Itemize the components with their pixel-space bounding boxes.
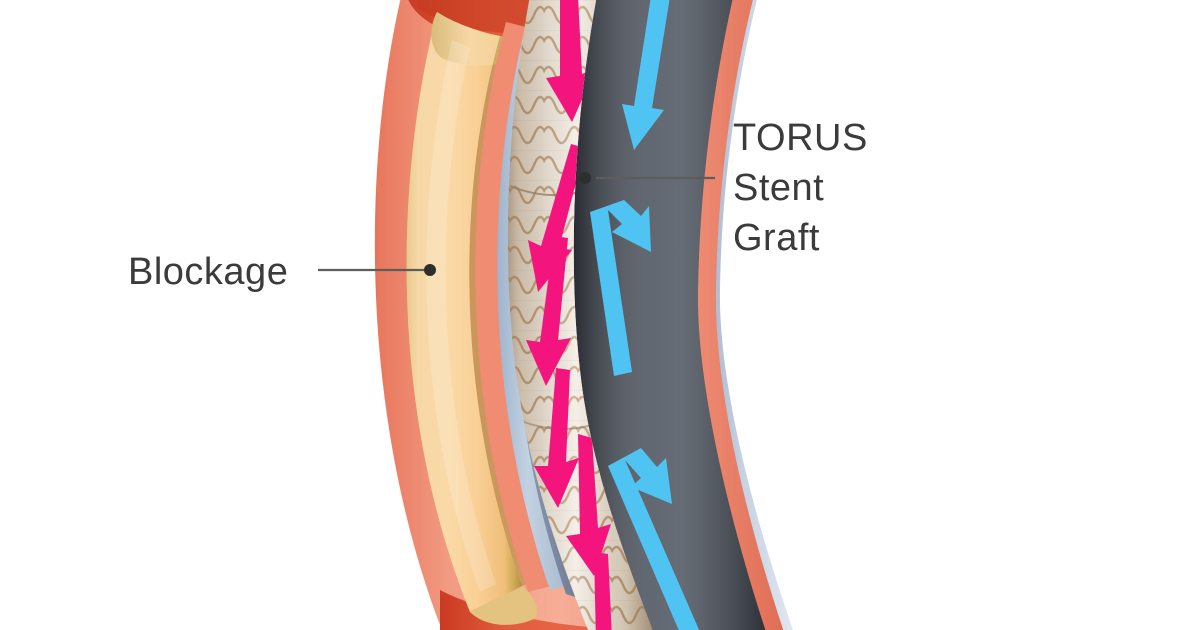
stent-graft-leader-dot [579, 172, 591, 184]
stent-graft-label-line-3: Graft [733, 217, 820, 259]
stent-arrow-5 [566, 434, 611, 576]
blockage-callout: Blockage [128, 251, 436, 293]
blood-flow-arrows [590, 0, 700, 630]
stent-graft-callout: TORUS Stent Graft [579, 117, 868, 259]
stent-graft-label-line-1: TORUS [733, 117, 868, 159]
stent-arrow-4 [534, 368, 579, 508]
blood-flow-arrow-1 [622, 0, 674, 150]
blood-flow-arrow-3 [608, 448, 700, 630]
stent-arrow-2 [528, 144, 585, 292]
stent-direction-arrows [526, 0, 625, 630]
stent-arrow-6 [582, 552, 625, 630]
stent-arrow-1 [546, 0, 596, 122]
stent-arrow-3 [526, 236, 571, 386]
blockage-label: Blockage [128, 251, 288, 293]
intimal-salmon-line [475, 22, 552, 592]
blockage-leader-dot [424, 264, 436, 276]
vessel-assembly [374, 0, 793, 630]
blood-flow-arrow-2 [590, 200, 651, 376]
stent-graft-label-line-2: Stent [733, 167, 824, 209]
